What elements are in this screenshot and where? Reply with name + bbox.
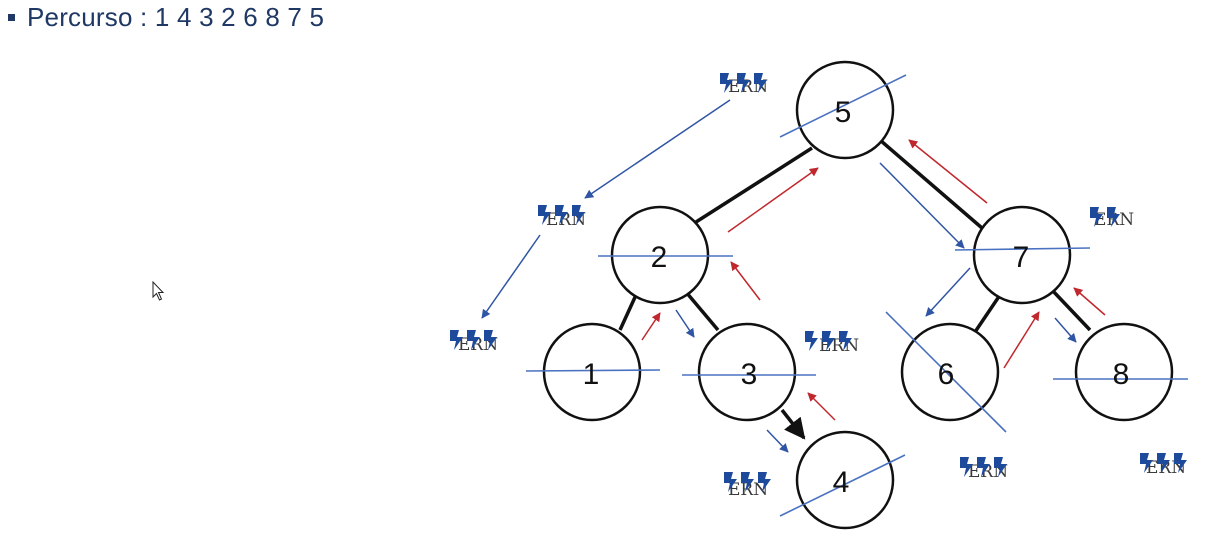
edge-7-8 <box>1050 288 1092 332</box>
arrow-7-to-6 <box>925 267 971 317</box>
node-1 <box>542 322 642 422</box>
visit-marker-8: ERN <box>1140 453 1187 478</box>
arrow-3-to-2 <box>730 261 761 301</box>
tree-edges <box>618 138 1092 333</box>
node-5 <box>795 60 895 160</box>
node-label-7: 7 <box>1013 241 1030 274</box>
strike-7 <box>954 247 1091 251</box>
arrow-1-to-2 <box>641 312 661 341</box>
descend-arrows <box>481 99 1077 453</box>
node-label-5: 5 <box>835 96 852 129</box>
arrow-ern5-to-ern2 <box>584 99 731 199</box>
node-label-6: 6 <box>938 358 955 391</box>
strike-lines <box>525 74 1188 517</box>
bullet-icon <box>8 13 15 21</box>
node-7 <box>972 205 1072 305</box>
visit-marker-4: ERN <box>724 472 771 500</box>
node-4 <box>795 430 895 530</box>
strike-1 <box>525 369 661 372</box>
arrow-2-to-5 <box>727 167 819 233</box>
visit-marker-2: ERN <box>538 205 586 230</box>
node-label-1: 1 <box>583 358 600 391</box>
percurso-text: Percurso : 1 4 3 2 6 8 7 5 <box>27 1 325 32</box>
return-arrows <box>641 139 1106 421</box>
visit-marker-6: ERN <box>960 457 1008 482</box>
node-label-3: 3 <box>741 358 758 391</box>
arrow-7-to-8 <box>1054 317 1077 343</box>
node-label-4: 4 <box>833 466 850 499</box>
strike-5 <box>779 74 907 138</box>
edge-3-4 <box>780 408 806 440</box>
arrow-8-to-7 <box>1073 287 1106 316</box>
node-labels: 5 2 7 1 3 6 8 4 <box>583 96 1130 499</box>
node-6 <box>900 322 1000 422</box>
node-label-2: 2 <box>651 241 668 274</box>
node-8 <box>1074 322 1174 422</box>
visit-marker-1: ERN <box>450 330 498 355</box>
node-label-8: 8 <box>1113 358 1130 391</box>
arrow-3-to-4 <box>766 429 789 453</box>
edge-5-2 <box>695 146 813 224</box>
arrow-7-to-5 <box>908 139 988 204</box>
visit-marker-7: ERN <box>1090 207 1134 230</box>
edge-7-6 <box>973 291 1004 333</box>
edge-5-7 <box>878 138 984 230</box>
edge-2-1 <box>618 294 638 331</box>
percurso-line: Percurso : 1 4 3 2 6 8 7 5 <box>6 0 324 34</box>
visit-marker-5: ERN <box>720 73 768 97</box>
mouse-cursor-icon <box>152 281 165 301</box>
visit-marker-3: ERN <box>805 331 859 356</box>
tree-nodes <box>542 60 1174 530</box>
node-3 <box>697 322 797 422</box>
arrow-ern2-to-ern1 <box>481 234 541 319</box>
arrow-4-to-3 <box>807 392 836 421</box>
svg-text:ERN: ERN <box>728 480 768 500</box>
arrow-5-to-7 <box>879 162 965 249</box>
arrow-6-to-7 <box>1003 311 1040 369</box>
strike-6 <box>885 311 1007 433</box>
strike-4 <box>779 454 906 517</box>
node-2 <box>610 205 710 305</box>
arrow-2-to-3 <box>675 309 695 338</box>
edge-2-3 <box>684 290 720 332</box>
